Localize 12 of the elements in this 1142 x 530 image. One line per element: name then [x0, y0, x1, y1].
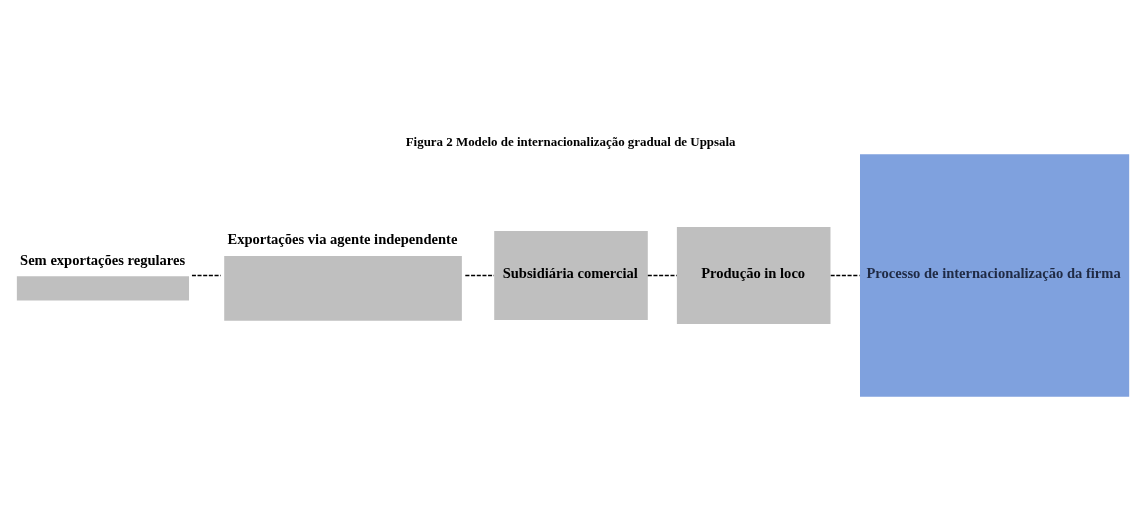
node-box: Produção in loco: [676, 227, 831, 324]
connector: [191, 274, 222, 277]
node-box: [16, 276, 190, 301]
diagram-title: Figura 2 Modelo de internacionalização gradual de Uppsala: [405, 134, 736, 150]
node-label: Exportações via agente independente: [227, 231, 458, 248]
node-box: Subsidiária comercial: [494, 231, 648, 320]
node-box: Processo de internacionalização da firma: [860, 154, 1130, 397]
connector: [829, 274, 861, 277]
connector: [647, 274, 678, 277]
connector: [464, 274, 495, 277]
node-box: [224, 256, 462, 321]
node-label: Sem exportações regulares: [20, 251, 186, 268]
